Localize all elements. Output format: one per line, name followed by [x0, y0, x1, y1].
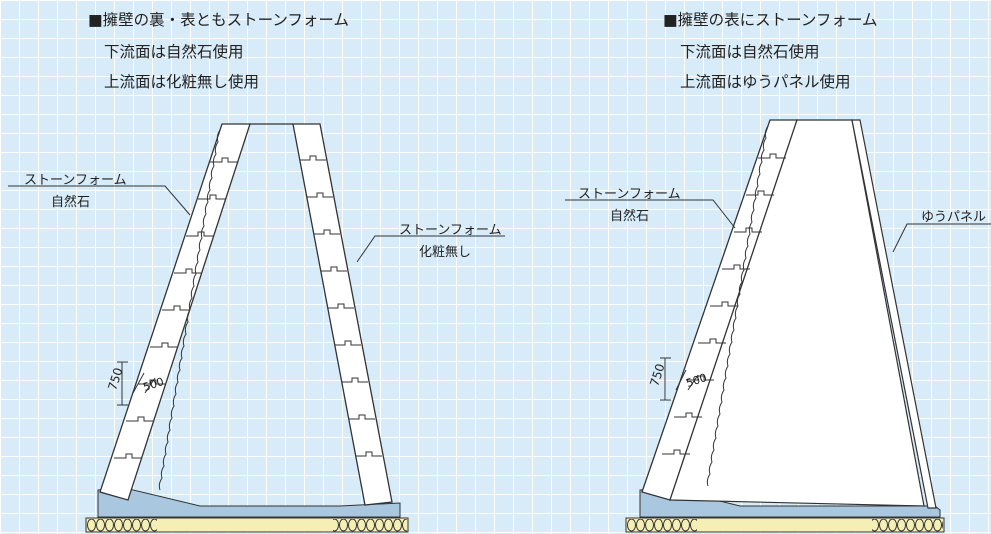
- left-foundation-logs-right: [333, 519, 407, 532]
- right-concrete-body: [669, 119, 925, 507]
- right-foundation-logs-left: [627, 519, 697, 532]
- right-title: ■擁壁の表にストーンフォーム: [663, 11, 878, 29]
- right-yuu-panel: [851, 119, 937, 509]
- right-line-3: 上流面はゆうパネル使用: [680, 73, 851, 91]
- right-wall: [565, 119, 991, 533]
- right-callout-face-bottom: 自然石: [610, 209, 650, 224]
- left-line-2: 下流面は自然石使用: [104, 43, 244, 61]
- left-callout-back-top: ストーンフォーム: [399, 223, 502, 238]
- left-foundation: [85, 517, 409, 533]
- left-wall: [8, 123, 505, 533]
- right-callout-panel: ゆうパネル: [921, 210, 987, 225]
- left-callout-back-bottom: 化粧無し: [419, 245, 472, 260]
- left-title: ■擁壁の裏・表ともストーンフォーム: [88, 11, 349, 29]
- left-callout-face-top: ストーンフォーム: [24, 173, 127, 188]
- left-callout-face-bottom: 自然石: [51, 195, 91, 210]
- right-line-2: 下流面は自然石使用: [680, 43, 820, 61]
- left-footing: [97, 487, 401, 518]
- right-foundation-logs-right: [872, 519, 943, 532]
- left-rear-blocks: [292, 123, 393, 506]
- left-line-3: 上流面は化粧無し使用: [104, 73, 260, 91]
- left-foundation-logs-left: [87, 519, 157, 532]
- right-callout-face-top: ストーンフォーム: [578, 187, 681, 202]
- left-front-blocks: [99, 123, 251, 501]
- right-foundation: [625, 517, 945, 533]
